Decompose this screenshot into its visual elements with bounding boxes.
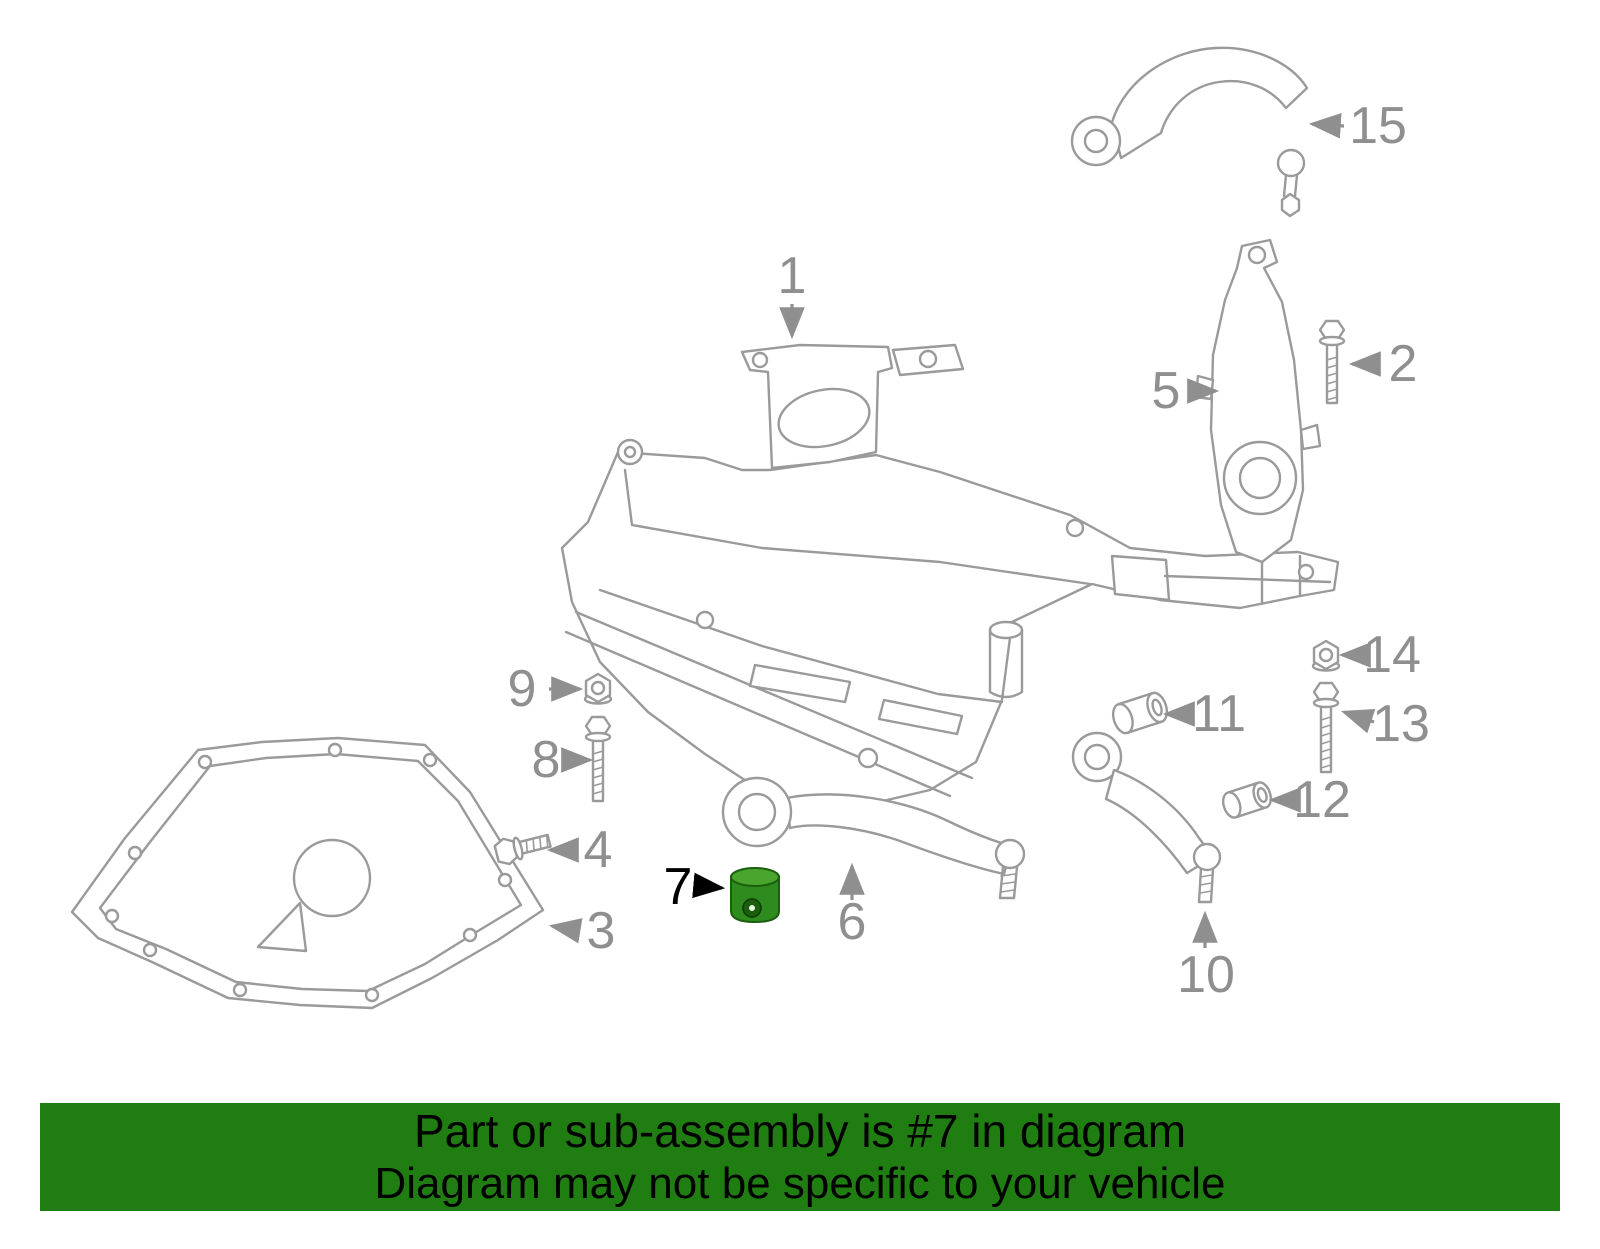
callout-4: 4	[583, 821, 613, 879]
callout-10: 10	[1177, 946, 1235, 1004]
front-suspension-diagram: 1 2 3 4 5 6 7 8 9 10 11 12 13 14 15	[70, 46, 1430, 1010]
callout-13: 13	[1372, 695, 1430, 753]
callout-arrow-13	[1340, 708, 1376, 734]
skid-plate	[70, 736, 545, 1010]
bolt-8	[584, 715, 612, 803]
subframe-crossmember	[560, 343, 1340, 810]
highlighted-bushing-7	[730, 867, 780, 924]
callout-arrow-15	[1308, 113, 1345, 139]
bolt-13	[1312, 681, 1340, 774]
callout-3: 3	[586, 902, 616, 960]
bushing-11	[1111, 691, 1169, 735]
steering-knuckle	[1194, 238, 1322, 564]
callout-2: 2	[1388, 335, 1418, 393]
diagram-line-art	[70, 46, 1381, 1010]
callout-9: 9	[507, 660, 537, 718]
front-lower-control-arm	[721, 776, 1026, 900]
callout-11: 11	[1192, 685, 1246, 743]
callout-arrow-7	[692, 872, 726, 899]
callout-15: 15	[1349, 97, 1407, 155]
callout-12: 12	[1293, 771, 1351, 829]
bushing-12	[1221, 781, 1273, 819]
callout-6: 6	[837, 893, 867, 951]
info-banner: Part or sub-assembly is #7 in diagram Di…	[40, 1103, 1560, 1211]
callout-5: 5	[1151, 362, 1181, 420]
banner-line-2: Diagram may not be specific to your vehi…	[374, 1159, 1226, 1209]
callout-1: 1	[777, 247, 807, 305]
callout-arrows	[546, 113, 1381, 948]
banner-line-1: Part or sub-assembly is #7 in diagram	[413, 1104, 1187, 1157]
rear-lower-control-arm	[1071, 731, 1222, 904]
bolt-4	[493, 833, 552, 866]
callout-arrow-3	[548, 918, 583, 944]
callout-7-highlighted: 7	[663, 858, 693, 916]
callout-14: 14	[1363, 626, 1421, 684]
upper-control-arm	[1070, 46, 1309, 218]
bolt-2	[1318, 319, 1346, 405]
nut-9	[583, 672, 613, 705]
nut-14	[1311, 639, 1341, 672]
callout-8: 8	[531, 731, 561, 789]
